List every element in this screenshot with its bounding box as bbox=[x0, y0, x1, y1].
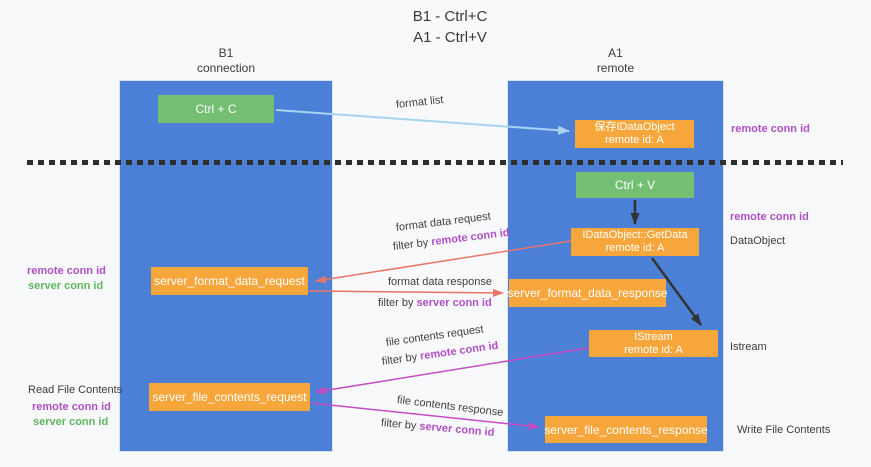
node-istream-line2: remote id: A bbox=[624, 343, 683, 356]
filter-by-text: filter by bbox=[378, 297, 417, 309]
lifeline-header-b1: B1 connection bbox=[119, 46, 333, 76]
filter-by-text: filter by bbox=[392, 236, 432, 253]
annot-left-server-conn-id: server conn id bbox=[28, 280, 104, 292]
remote-conn-id-text: remote conn id bbox=[419, 339, 500, 363]
node-server-file-contents-request-label: server_file_contents_request bbox=[152, 390, 307, 404]
node-istream: IStream remote id: A bbox=[589, 330, 718, 357]
filter-by-text: filter by bbox=[381, 350, 421, 368]
lifeline-a1-role: remote bbox=[596, 61, 635, 75]
dashed-separator bbox=[27, 160, 843, 165]
annot-left-remote-conn-id: remote conn id bbox=[27, 265, 106, 277]
node-save-dataobject: 保存IDataObject remote id: A bbox=[575, 120, 694, 148]
lifeline-a1-name: A1 bbox=[608, 46, 623, 60]
annot-write-file-contents: Write File Contents bbox=[737, 424, 831, 436]
edge-label-filter-server-1: filter by server conn id bbox=[378, 297, 492, 309]
node-save-dataobject-line2: remote id: A bbox=[605, 134, 664, 146]
title-line-2: A1 - Ctrl+V bbox=[413, 29, 487, 46]
arrow-format-data-response bbox=[308, 288, 504, 297]
edge-label-format-data-response: format data response bbox=[388, 276, 492, 288]
node-ctrl-c: Ctrl + C bbox=[158, 95, 274, 123]
annot-istream: Istream bbox=[730, 341, 767, 353]
node-getdata: IDataObject::GetData remote id: A bbox=[571, 228, 699, 256]
node-ctrl-v: Ctrl + V bbox=[576, 172, 694, 198]
edge-label-filter-server-2: filter by server conn id bbox=[380, 417, 494, 439]
remote-conn-id-text: remote conn id bbox=[430, 226, 511, 249]
node-server-file-contents-response-label: server_file_contents_response bbox=[544, 422, 708, 437]
edge-label-format-list: format list bbox=[395, 94, 445, 111]
node-server-file-contents-response: server_file_contents_response bbox=[544, 416, 708, 443]
node-ctrl-c-label: Ctrl + C bbox=[195, 102, 237, 116]
server-conn-id-text: server conn id bbox=[418, 420, 495, 439]
node-server-format-data-request-label: server_format_data_request bbox=[154, 274, 305, 288]
node-server-format-data-response: server_format_data_response bbox=[507, 279, 668, 307]
node-ctrl-v-label: Ctrl + V bbox=[614, 178, 656, 192]
node-getdata-line1: IDataObject::GetData bbox=[582, 229, 688, 241]
node-server-format-data-response-label: server_format_data_response bbox=[507, 286, 668, 300]
server-conn-id-text: server conn id bbox=[416, 297, 492, 309]
edge-label-file-contents-response: file contents response bbox=[396, 394, 504, 419]
title-line-1: B1 - Ctrl+C bbox=[412, 8, 488, 25]
diagram-title: B1 - Ctrl+C A1 - Ctrl+V bbox=[330, 6, 570, 48]
annot-dataobject: DataObject bbox=[730, 235, 786, 247]
lifeline-b1-role: connection bbox=[196, 61, 256, 75]
node-getdata-line2: remote id: A bbox=[605, 242, 665, 254]
node-istream-line1: IStream bbox=[634, 330, 673, 343]
node-save-dataobject-line1: 保存IDataObject bbox=[594, 121, 675, 133]
annot-right-remote-conn-id-1: remote conn id bbox=[731, 123, 810, 135]
annot-left-server-conn-id-2: server conn id bbox=[33, 416, 109, 428]
node-server-format-data-request: server_format_data_request bbox=[151, 267, 308, 295]
annot-right-remote-conn-id-2: remote conn id bbox=[730, 211, 809, 223]
node-server-file-contents-request: server_file_contents_request bbox=[149, 383, 310, 411]
lifeline-header-a1: A1 remote bbox=[507, 46, 724, 76]
annot-read-file-contents: Read File Contents bbox=[28, 384, 123, 396]
annot-left-remote-conn-id-2: remote conn id bbox=[32, 401, 111, 413]
filter-by-text: filter by bbox=[380, 417, 420, 433]
lifeline-b1-name: B1 bbox=[218, 46, 234, 60]
